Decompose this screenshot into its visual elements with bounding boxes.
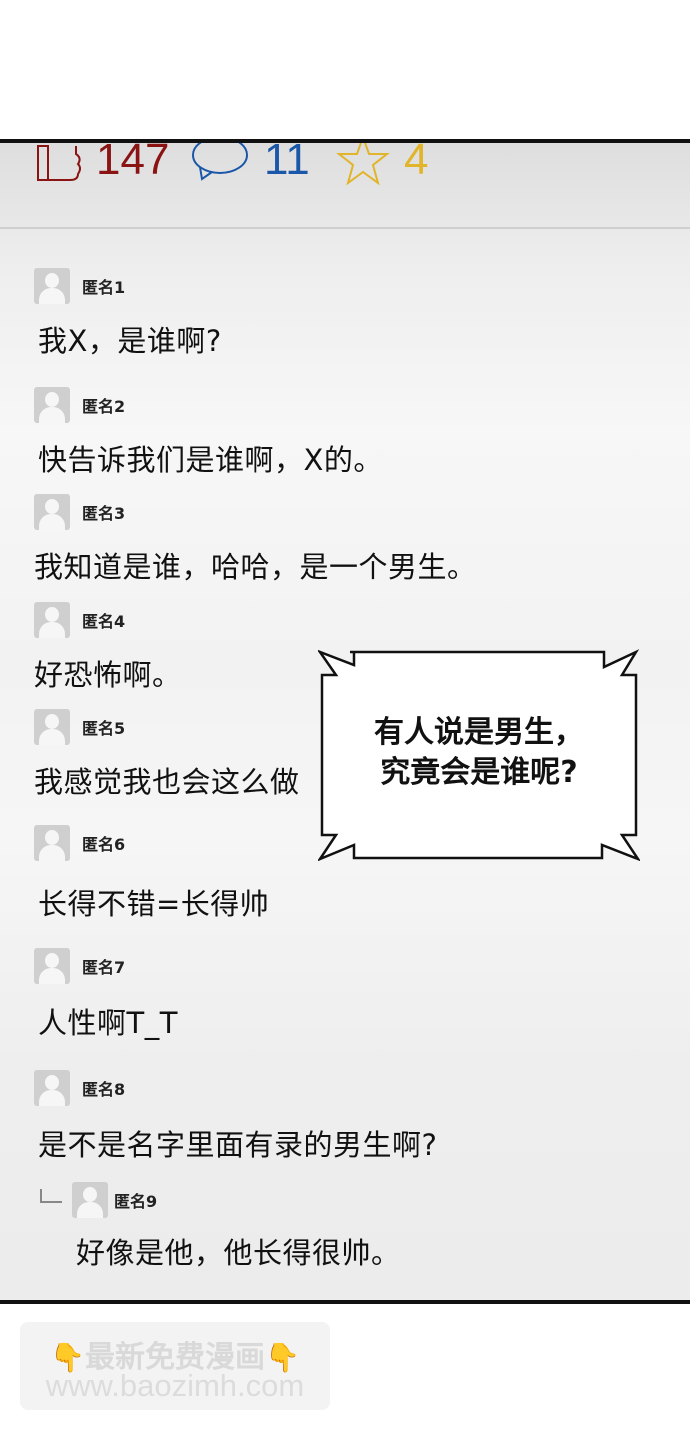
bubble-line-2: 究竟会是谁呢? xyxy=(380,755,578,790)
avatar xyxy=(34,709,70,745)
username: 匿名7 xyxy=(82,958,126,977)
comment-text: 好恐怖啊。 xyxy=(34,658,182,692)
reply-indicator-icon xyxy=(40,1189,62,1203)
username: 匿名9 xyxy=(114,1192,158,1211)
bubble-text: 有人说是男生， 究竟会是谁呢? xyxy=(318,713,640,793)
comment-8: 匿名8 是不是名字里面有录的男生啊? xyxy=(34,1070,437,1164)
comic-panel: 147 11 4 匿名1 我X，是谁啊? 匿名2 快告诉我们是谁啊，X的。 匿名… xyxy=(0,139,690,1304)
comment-text: 我X，是谁啊? xyxy=(38,324,222,358)
avatar xyxy=(34,825,70,861)
comment-2: 匿名2 快告诉我们是谁啊，X的。 xyxy=(34,387,383,479)
username: 匿名1 xyxy=(82,278,126,297)
speech-bubble-icon xyxy=(192,143,248,181)
favorites-stat: 4 xyxy=(336,139,429,185)
comment-7: 匿名7 人性啊T_T xyxy=(34,948,178,1042)
comment-text: 是不是名字里面有录的男生啊? xyxy=(38,1128,438,1162)
comment-text: 好像是他，他长得很帅。 xyxy=(76,1236,401,1270)
speech-bubble: 有人说是男生， 究竟会是谁呢? xyxy=(318,649,640,861)
likes-count: 147 xyxy=(96,139,170,184)
comment-text: 长得不错=长得帅 xyxy=(38,887,270,921)
avatar xyxy=(34,494,70,530)
comment-1: 匿名1 我X，是谁啊? xyxy=(34,268,222,360)
avatar xyxy=(72,1182,108,1218)
stats-bar: 147 11 4 xyxy=(0,143,690,229)
comment-text: 我感觉我也会这么做 xyxy=(34,765,300,799)
avatar xyxy=(34,1070,70,1106)
comment-5: 匿名5 我感觉我也会这么做 xyxy=(34,709,300,801)
comments-stat: 11 xyxy=(190,139,310,185)
comment-text: 人性啊T_T xyxy=(38,1006,178,1040)
watermark-title-text: 最新免费漫画 xyxy=(85,1340,265,1375)
avatar xyxy=(34,602,70,638)
comment-text: 我知道是谁，哈哈，是一个男生。 xyxy=(34,550,477,584)
comment-text: 快告诉我们是谁啊，X的。 xyxy=(38,443,383,477)
username: 匿名2 xyxy=(82,397,126,416)
watermark-title: 👇最新免费漫画👇 xyxy=(20,1332,330,1376)
avatar xyxy=(34,268,70,304)
comment-3: 匿名3 我知道是谁，哈哈，是一个男生。 xyxy=(34,494,477,586)
reply-comment: 匿名9 好像是他，他长得很帅。 xyxy=(72,1182,401,1272)
favorites-count: 4 xyxy=(404,139,429,184)
pointing-down-icon: 👇 xyxy=(265,1341,300,1374)
avatar xyxy=(34,948,70,984)
username: 匿名6 xyxy=(82,835,126,854)
bubble-line-1: 有人说是男生， xyxy=(374,715,584,750)
star-icon xyxy=(336,143,390,185)
username: 匿名5 xyxy=(82,719,126,738)
comment-6: 匿名6 长得不错=长得帅 xyxy=(34,825,269,923)
comments-count: 11 xyxy=(264,139,310,184)
pointing-down-icon: 👇 xyxy=(50,1341,85,1374)
watermark[interactable]: 👇最新免费漫画👇 www.baozimh.com xyxy=(20,1322,330,1410)
comment-4: 匿名4 好恐怖啊。 xyxy=(34,602,182,694)
watermark-url[interactable]: www.baozimh.com xyxy=(45,1368,305,1403)
thumbs-up-icon xyxy=(37,145,81,181)
avatar xyxy=(34,387,70,423)
username: 匿名4 xyxy=(82,612,126,631)
username: 匿名8 xyxy=(82,1080,126,1099)
username: 匿名3 xyxy=(82,504,126,523)
likes-stat: 147 xyxy=(36,139,170,185)
